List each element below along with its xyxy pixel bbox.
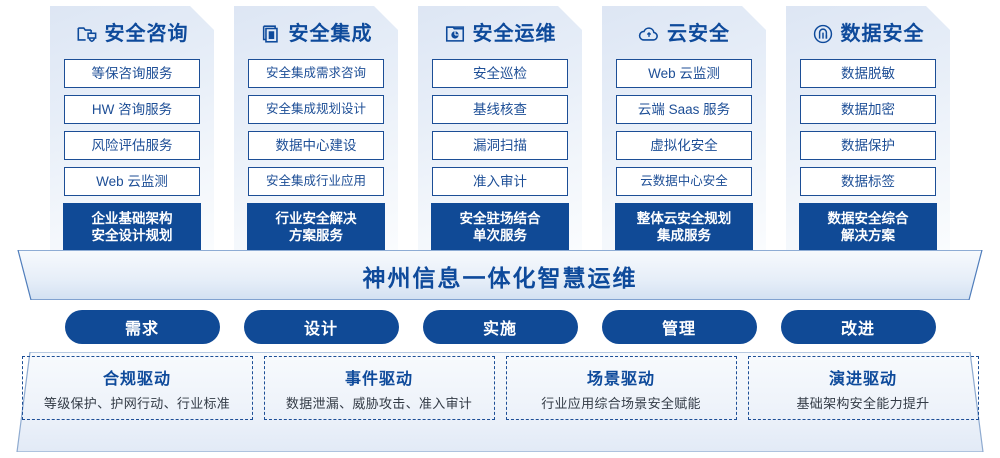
lifecycle-pill-row: 需求 设计 实施 管理 改进 — [0, 310, 1000, 344]
service-item[interactable]: 数据保护 — [800, 131, 936, 160]
service-item[interactable]: Web 云监测 — [64, 167, 200, 196]
driver-subtitle: 数据泄漏、威胁攻击、准入审计 — [285, 395, 473, 411]
cloud-icon — [638, 23, 660, 45]
service-column-security-consulting[interactable]: 安全咨询 等保咨询服务 HW 咨询服务 风险评估服务 Web 云监测 企业基础架… — [50, 6, 214, 252]
driver-title: 合规驱动 — [102, 370, 171, 388]
lifecycle-pill-implement[interactable]: 实施 — [422, 310, 578, 344]
service-item[interactable]: 数据标签 — [800, 167, 936, 196]
fingerprint-icon — [812, 23, 834, 45]
column-highlight[interactable]: 企业基础架构 安全设计规划 — [63, 203, 201, 252]
highlight-line-2: 集成服务 — [657, 228, 711, 243]
service-column-security-integration[interactable]: 安全集成 安全集成需求咨询 安全集成规划设计 数据中心建设 安全集成行业应用 行… — [234, 6, 398, 252]
highlight-line-1: 安全驻场结合 — [459, 211, 541, 226]
driver-subtitle: 行业应用综合场景安全赋能 — [541, 395, 701, 411]
column-item-list: 安全集成需求咨询 安全集成规划设计 数据中心建设 安全集成行业应用 — [248, 59, 384, 196]
column-item-list: Web 云监测 云端 Saas 服务 虚拟化安全 云数据中心安全 — [616, 59, 752, 196]
column-header: 数据安全 — [812, 20, 925, 48]
service-item[interactable]: 安全集成规划设计 — [248, 95, 384, 124]
driver-card-incident[interactable]: 事件驱动 数据泄漏、威胁攻击、准入审计 — [263, 356, 495, 420]
highlight-line-1: 数据安全综合 — [827, 211, 909, 226]
folder-shield-icon — [76, 23, 98, 45]
column-highlight[interactable]: 数据安全综合 解决方案 — [799, 203, 937, 252]
column-highlight[interactable]: 行业安全解决 方案服务 — [247, 203, 385, 252]
service-item[interactable]: 风险评估服务 — [64, 131, 200, 160]
service-item[interactable]: 数据脱敏 — [800, 59, 936, 88]
column-item-list: 安全巡检 基线核查 漏洞扫描 准入审计 — [432, 59, 568, 196]
column-title: 安全咨询 — [104, 23, 189, 45]
column-title: 安全集成 — [288, 23, 373, 45]
driver-subtitle: 等级保护、护网行动、行业标准 — [43, 395, 231, 411]
column-item-list: 等保咨询服务 HW 咨询服务 风险评估服务 Web 云监测 — [64, 59, 200, 196]
service-item[interactable]: 安全集成需求咨询 — [248, 59, 384, 88]
lifecycle-pill-improve[interactable]: 改进 — [780, 310, 936, 344]
column-title: 云安全 — [667, 23, 730, 45]
service-item[interactable]: Web 云监测 — [616, 59, 752, 88]
service-column-data-security[interactable]: 数据安全 数据脱敏 数据加密 数据保护 数据标签 数据安全综合 解决方案 — [786, 6, 950, 252]
service-item[interactable]: 基线核查 — [432, 95, 568, 124]
highlight-line-2: 单次服务 — [473, 228, 527, 243]
integration-document-icon — [260, 23, 282, 45]
driver-card-compliance[interactable]: 合规驱动 等级保护、护网行动、行业标准 — [21, 356, 253, 420]
driver-card-evolution[interactable]: 演进驱动 基础架构安全能力提升 — [747, 356, 979, 420]
service-item[interactable]: 云数据中心安全 — [616, 167, 752, 196]
monitor-chart-icon — [444, 23, 466, 45]
lifecycle-pill-demand[interactable]: 需求 — [64, 310, 220, 344]
service-item[interactable]: 云端 Saas 服务 — [616, 95, 752, 124]
column-header: 安全集成 — [260, 20, 373, 48]
column-header: 安全运维 — [444, 20, 557, 48]
service-item[interactable]: 漏洞扫描 — [432, 131, 568, 160]
service-item[interactable]: 数据加密 — [800, 95, 936, 124]
driver-card-row: 合规驱动 等级保护、护网行动、行业标准 事件驱动 数据泄漏、威胁攻击、准入审计 … — [0, 356, 1000, 444]
service-item[interactable]: 安全巡检 — [432, 59, 568, 88]
highlight-line-1: 企业基础架构 — [91, 211, 173, 226]
column-item-list: 数据脱敏 数据加密 数据保护 数据标签 — [800, 59, 936, 196]
driver-title: 演进驱动 — [828, 370, 897, 388]
driver-title: 场景驱动 — [586, 370, 655, 388]
column-header: 云安全 — [638, 20, 730, 48]
service-item[interactable]: 安全集成行业应用 — [248, 167, 384, 196]
driver-subtitle: 基础架构安全能力提升 — [796, 395, 930, 411]
highlight-line-1: 行业安全解决 — [275, 211, 357, 226]
platform-banner-title: 神州信息一体化智慧运维 — [362, 265, 638, 291]
service-item[interactable]: 准入审计 — [432, 167, 568, 196]
service-columns: 安全咨询 等保咨询服务 HW 咨询服务 风险评估服务 Web 云监测 企业基础架… — [0, 6, 1000, 252]
service-item[interactable]: 等保咨询服务 — [64, 59, 200, 88]
highlight-line-2: 安全设计规划 — [91, 228, 173, 243]
service-item[interactable]: 虚拟化安全 — [616, 131, 752, 160]
highlight-line-2: 方案服务 — [289, 228, 343, 243]
column-title: 安全运维 — [472, 23, 557, 45]
lifecycle-pill-design[interactable]: 设计 — [243, 310, 399, 344]
service-column-security-operations[interactable]: 安全运维 安全巡检 基线核查 漏洞扫描 准入审计 安全驻场结合 单次服务 — [418, 6, 582, 252]
service-item[interactable]: HW 咨询服务 — [64, 95, 200, 124]
driver-card-scenario[interactable]: 场景驱动 行业应用综合场景安全赋能 — [505, 356, 737, 420]
highlight-line-2: 解决方案 — [841, 228, 895, 243]
column-header: 安全咨询 — [76, 20, 189, 48]
column-highlight[interactable]: 整体云安全规划 集成服务 — [615, 203, 753, 252]
driver-title: 事件驱动 — [344, 370, 413, 388]
platform-banner: 神州信息一体化智慧运维 — [18, 250, 982, 300]
column-title: 数据安全 — [840, 23, 925, 45]
service-item[interactable]: 数据中心建设 — [248, 131, 384, 160]
lifecycle-pill-manage[interactable]: 管理 — [601, 310, 757, 344]
column-highlight[interactable]: 安全驻场结合 单次服务 — [431, 203, 569, 252]
highlight-line-1: 整体云安全规划 — [636, 211, 732, 226]
service-column-cloud-security[interactable]: 云安全 Web 云监测 云端 Saas 服务 虚拟化安全 云数据中心安全 整体云… — [602, 6, 766, 252]
